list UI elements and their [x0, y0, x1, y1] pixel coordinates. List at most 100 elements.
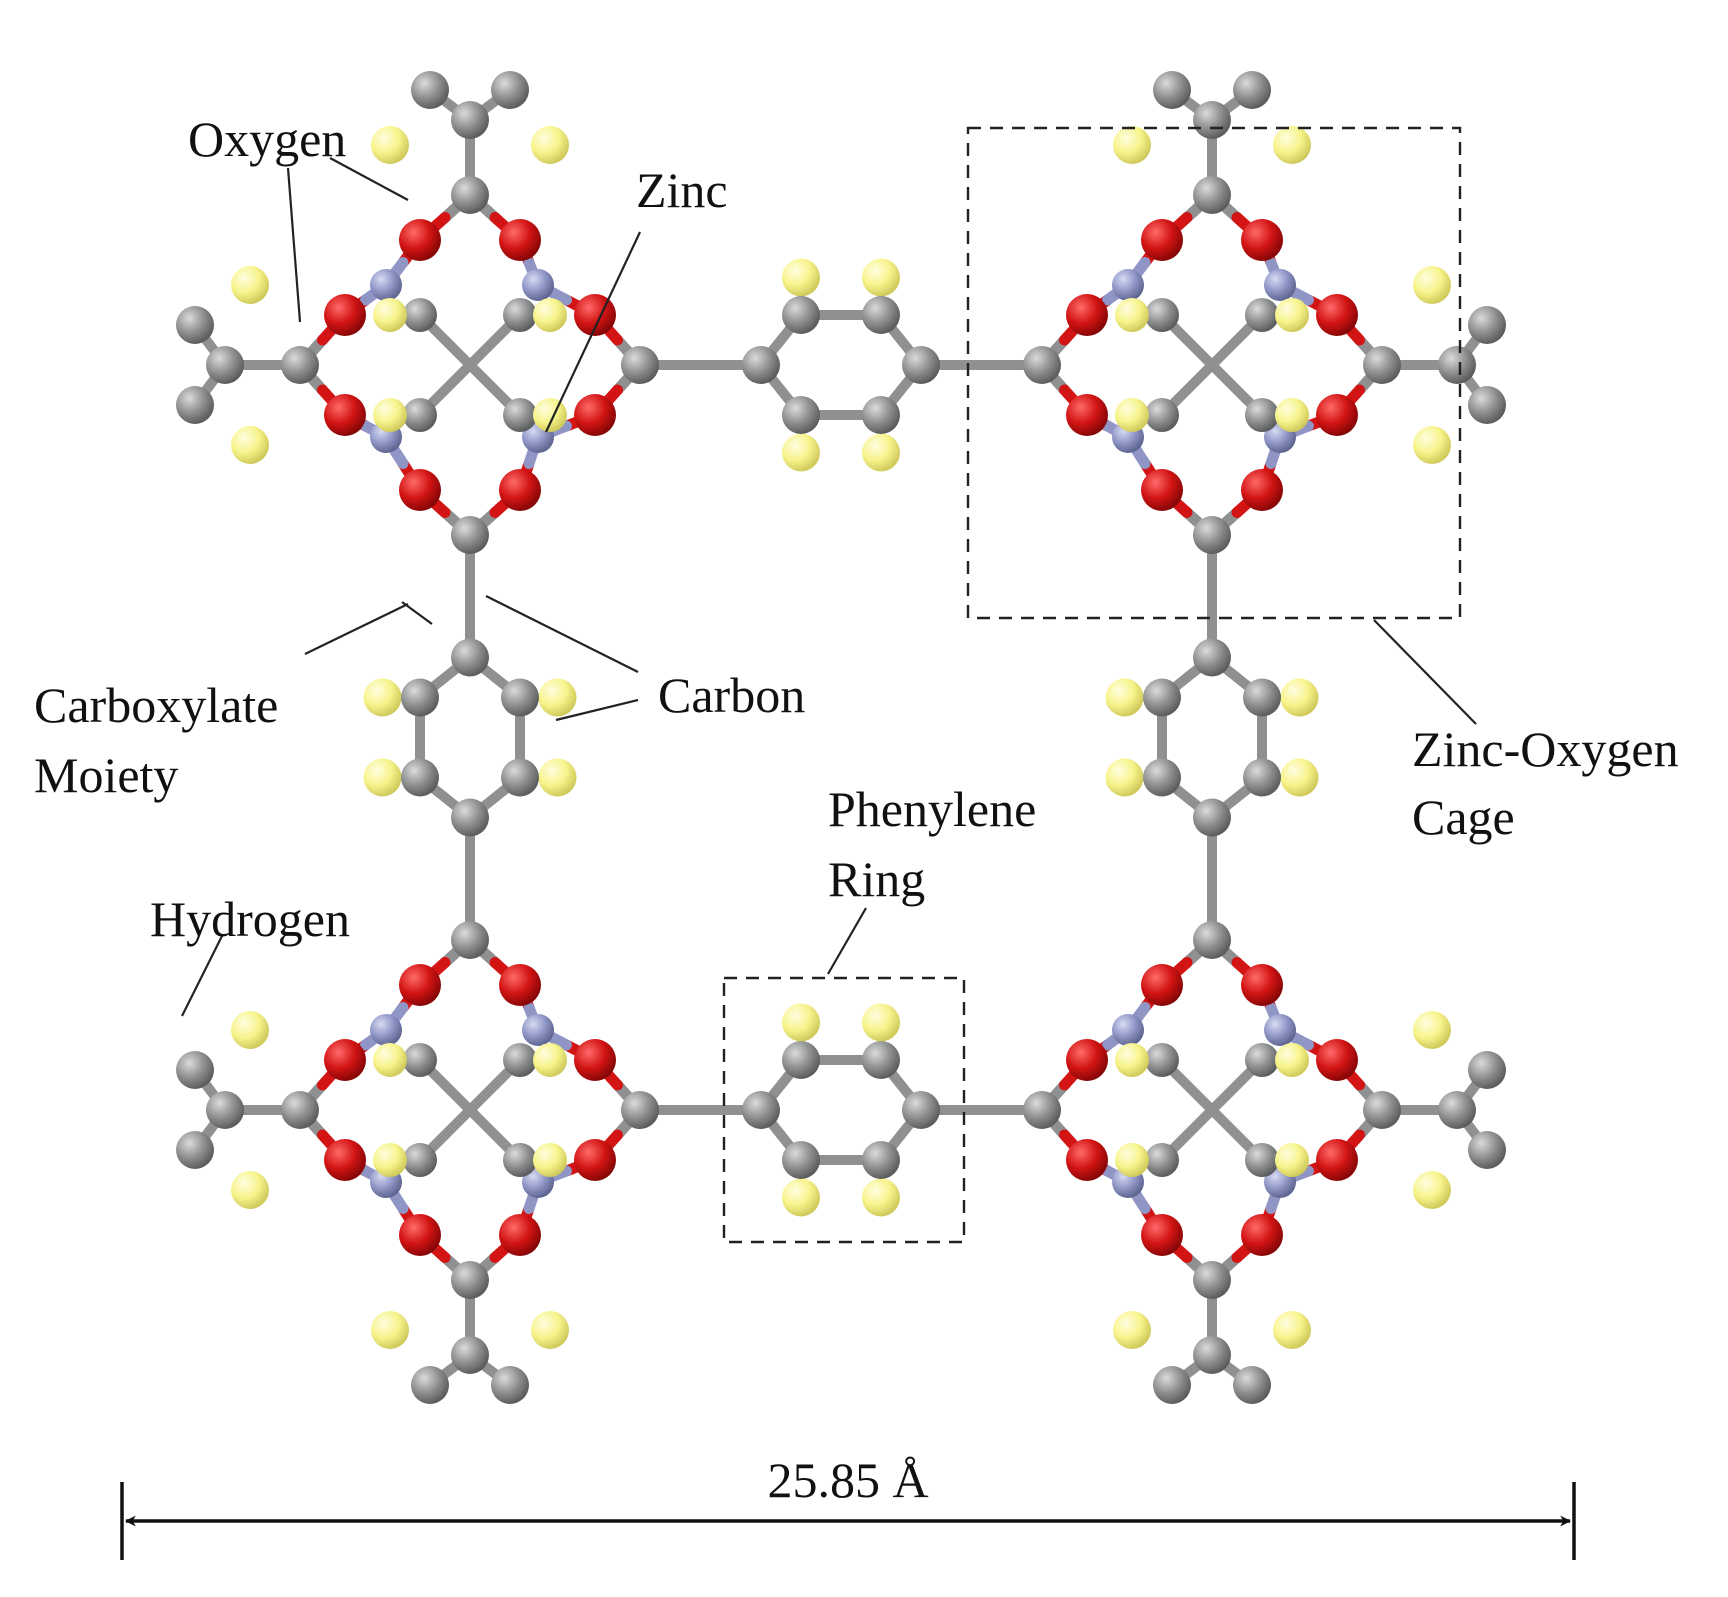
phenylene-bottom-carbon-1: [742, 1091, 780, 1129]
cage-top-right-left-carboxylate-carbon: [1023, 346, 1061, 384]
cage-top-right-core-hydrogen-3: [1115, 398, 1149, 432]
phenylene-left-carbon-4: [451, 798, 489, 837]
cage-leader: [1373, 619, 1477, 725]
cage-bottom-left-right-carboxylate-carbon: [621, 1091, 659, 1129]
cage-bottom-left-right-oxygen-1: [574, 1039, 616, 1081]
zinc-label: Zinc: [636, 162, 728, 218]
bond-94-half-1: [1182, 360, 1217, 395]
terminal-top-right-up-hydrogen-1: [1113, 126, 1151, 164]
terminal-top-right-right-carbon-1: [1438, 346, 1476, 384]
phenylene-right-carbon-1: [1193, 638, 1231, 677]
bond-92-half-1: [1182, 335, 1217, 370]
cage-bottom-right-core-carbon-2: [1245, 1043, 1279, 1077]
phenylene-top-hydrogen-2: [862, 258, 900, 297]
hydrogen-leader: [181, 935, 223, 1017]
phenylene-bottom-hydrogen-3: [862, 1178, 900, 1217]
phenylene-ring-box: [722, 976, 966, 1244]
hydrogen-label: Hydrogen: [150, 891, 350, 947]
cage-top-left-core-hydrogen-1: [373, 298, 407, 332]
carbon-label: Carbon: [658, 667, 805, 723]
bond-73-half-1: [465, 335, 500, 370]
terminal-top-right-up-carbon-1: [1193, 101, 1231, 139]
cage-top-left-right-carboxylate-carbon: [621, 346, 659, 384]
cage-bottom-right-left-oxygen-2: [1066, 1139, 1108, 1181]
cage-top-left-core-carbon-1: [403, 298, 437, 332]
bond-115-half-1: [465, 1105, 500, 1140]
cage-top-right-zinc-1: [1112, 269, 1144, 301]
cage-top-right-core-carbon-3: [1145, 398, 1179, 432]
phenylene-top-carbon-1: [742, 346, 780, 384]
terminal-bottom-left-down-hydrogen-1: [371, 1311, 409, 1349]
phenylene-right-carbon-6: [1243, 678, 1281, 717]
cage-bottom-right-core-carbon-3: [1145, 1143, 1179, 1177]
cage-top-left-left-oxygen-1: [324, 294, 366, 336]
terminal-top-left-left-carbon-2: [176, 306, 214, 344]
cage-top-left-bottom-oxygen-2: [499, 469, 541, 511]
terminal-bottom-left-down-hydrogen-2: [531, 1311, 569, 1349]
cage-top-right-top-oxygen-1: [1141, 219, 1183, 261]
terminal-bottom-right-down-carbon-1: [1193, 1336, 1231, 1374]
cage-top-left-top-oxygen-1: [399, 219, 441, 261]
cage-top-right-core-hydrogen-2: [1275, 298, 1309, 332]
cage-bottom-left-left-carboxylate-carbon: [281, 1091, 319, 1129]
cage-top-left-right-oxygen-2: [574, 394, 616, 436]
bond-112-half-1: [440, 1080, 475, 1115]
bond-132-half-1: [1182, 1080, 1217, 1115]
terminal-top-left-up-carbon-3: [491, 71, 529, 109]
bond-74-half-1: [440, 360, 475, 395]
bond-72-half-1: [440, 335, 475, 370]
terminal-bottom-right-right-carbon-3: [1468, 1131, 1506, 1169]
cage-top-right-left-oxygen-2: [1066, 394, 1108, 436]
terminal-top-left-up-hydrogen-1: [371, 126, 409, 164]
phenylene-top-hydrogen-4: [782, 433, 820, 472]
cage-top-left-core-hydrogen-3: [373, 398, 407, 432]
oxygen-leader-top: [329, 157, 409, 201]
terminal-bottom-right-right-carbon-1: [1438, 1091, 1476, 1129]
terminal-bottom-left-left-carbon-2: [176, 1051, 214, 1089]
cage-bottom-left-core-carbon-4: [503, 1143, 537, 1177]
bond-95-half-1: [1207, 360, 1242, 395]
cage-bottom-left-bottom-oxygen-2: [499, 1214, 541, 1256]
terminal-bottom-left-left-carbon-1: [206, 1091, 244, 1129]
cage-top-right-core-hydrogen-1: [1115, 298, 1149, 332]
terminal-top-left-left-hydrogen-1: [231, 266, 269, 304]
zinc-oxygen-cage-box: [966, 126, 1462, 620]
cage-top-left-core-carbon-3: [403, 398, 437, 432]
cage-bottom-left-zinc-1: [370, 1014, 402, 1046]
cage-bottom-right-right-oxygen-2: [1316, 1139, 1358, 1181]
terminal-top-right-up-carbon-3: [1233, 71, 1271, 109]
oxygen-label: Oxygen: [188, 111, 346, 167]
bond-114-half-1: [440, 1105, 475, 1140]
leader-lines: [181, 157, 1477, 1017]
cage-bottom-right-left-carboxylate-carbon: [1023, 1091, 1061, 1129]
phenylene-top-hydrogen-1: [782, 258, 820, 297]
terminal-top-right-right-hydrogen-1: [1413, 266, 1451, 304]
cage-bottom-left-right-oxygen-2: [574, 1139, 616, 1181]
cage-top-left-bottom-carboxylate-carbon: [451, 516, 489, 554]
cage-top-right-core-carbon-1: [1145, 298, 1179, 332]
oxygen-leader-left: [286, 167, 302, 323]
cage-bottom-right-core-hydrogen-3: [1115, 1143, 1149, 1177]
cage-top-right-bottom-carboxylate-carbon: [1193, 516, 1231, 554]
bond-75-half-1: [465, 360, 500, 395]
bond-135-half-1: [1207, 1105, 1242, 1140]
cage-top-right-core-hydrogen-4: [1275, 398, 1309, 432]
cage-bottom-left-bottom-carboxylate-carbon: [451, 1261, 489, 1299]
terminal-bottom-right-right-hydrogen-2: [1413, 1171, 1451, 1209]
terminal-top-left-up-carbon-2: [411, 71, 449, 109]
phenylene-bottom-carbon-2: [782, 1041, 820, 1079]
cage-bottom-left-core-carbon-2: [503, 1043, 537, 1077]
bond-133-half-1: [1207, 1080, 1242, 1115]
carbon-leader-upper: [485, 595, 639, 673]
phenylene-bottom-hydrogen-4: [782, 1178, 820, 1217]
terminal-top-right-up-carbon-2: [1153, 71, 1191, 109]
terminal-top-right-right-carbon-3: [1468, 386, 1506, 424]
phenylene-top-carbon-3: [862, 296, 900, 334]
terminal-top-left-left-carbon-3: [176, 386, 214, 424]
cage-top-left-core-hydrogen-2: [533, 298, 567, 332]
cage-bottom-right-right-carboxylate-carbon: [1363, 1091, 1401, 1129]
cage-top-right-right-carboxylate-carbon: [1363, 346, 1401, 384]
cage-label-line2: Cage: [1412, 789, 1515, 845]
cage-top-right-core-carbon-2: [1245, 298, 1279, 332]
